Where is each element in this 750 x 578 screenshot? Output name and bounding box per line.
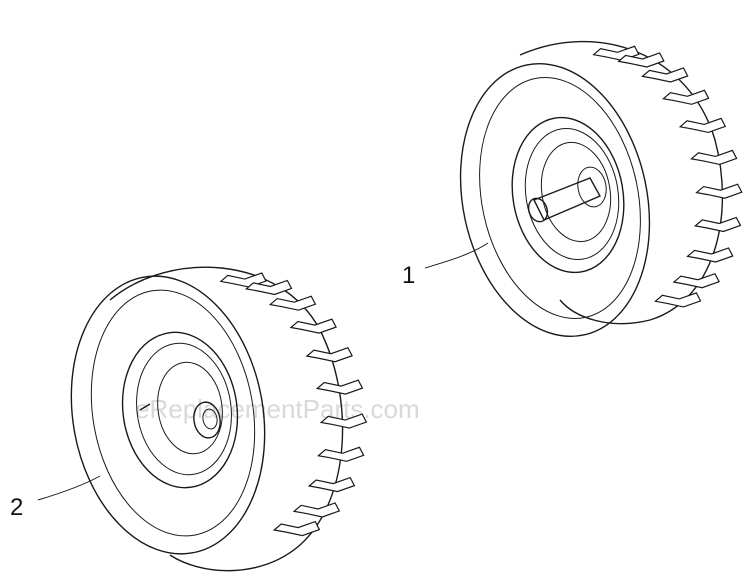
- wheel2-lug: [289, 318, 337, 334]
- wheel2-lug: [268, 295, 317, 311]
- wheel2-hub-boss: [193, 401, 221, 439]
- wheel2-lug: [272, 520, 321, 537]
- wheel-assembly-1[interactable]: [436, 40, 743, 355]
- watermark-text: eReplacementParts.com: [135, 394, 420, 424]
- wheel2-lug: [315, 379, 364, 395]
- wheel2-rim-inner: [136, 342, 232, 476]
- wheel-assembly-2[interactable]: [50, 261, 368, 572]
- wheel1-tread-outline: [519, 40, 724, 325]
- callout-leader-1: [424, 242, 489, 269]
- wheel1-tread-lugs: [592, 45, 743, 308]
- wheel2-sidewall: [70, 275, 266, 555]
- wheel1-lug: [690, 149, 738, 166]
- wheel1-lug: [686, 247, 734, 263]
- wheel1-sidewall: [459, 62, 651, 338]
- wheel2-lug: [244, 279, 293, 296]
- wheel1-lug: [695, 183, 743, 199]
- wheel2-tread-outline: [109, 266, 344, 572]
- wheel2-sidewall-inner: [90, 289, 256, 537]
- wheel2-rim: [121, 331, 239, 489]
- wheel1-hub-ring: [540, 141, 612, 243]
- wheel2-lug: [305, 346, 353, 363]
- wheel2-lug: [317, 446, 365, 462]
- wheel1-lug: [653, 292, 702, 308]
- wheel2-lug: [307, 476, 356, 493]
- wheel2-lug: [292, 502, 341, 518]
- callout-label-1[interactable]: 1: [402, 262, 415, 289]
- wheel2-tread-lugs: [219, 272, 368, 537]
- wheel1-lug: [672, 272, 720, 289]
- wheel1-axle-shaft: [533, 177, 601, 221]
- wheel2-hub-bore: [202, 408, 218, 430]
- wheel1-lug: [617, 52, 665, 68]
- wheel2-hub-ring: [157, 361, 223, 455]
- wheel1-lug: [641, 67, 689, 83]
- wheel1-lug: [662, 89, 710, 105]
- wheel1-sidewall-inner: [479, 77, 641, 319]
- wheel1-axle-collar: [577, 166, 607, 208]
- wheel1-axle-end: [527, 197, 549, 223]
- callout-label-2[interactable]: 2: [10, 494, 23, 521]
- wheel1-rim-inner: [524, 128, 620, 260]
- wheel1-rim: [511, 116, 625, 274]
- wheel2-valve-stem: [139, 403, 151, 411]
- callout-leader-2: [37, 475, 101, 501]
- wheel2-lug: [319, 413, 368, 429]
- wheel1-lug: [678, 117, 727, 134]
- wheel1-lug: [693, 216, 742, 233]
